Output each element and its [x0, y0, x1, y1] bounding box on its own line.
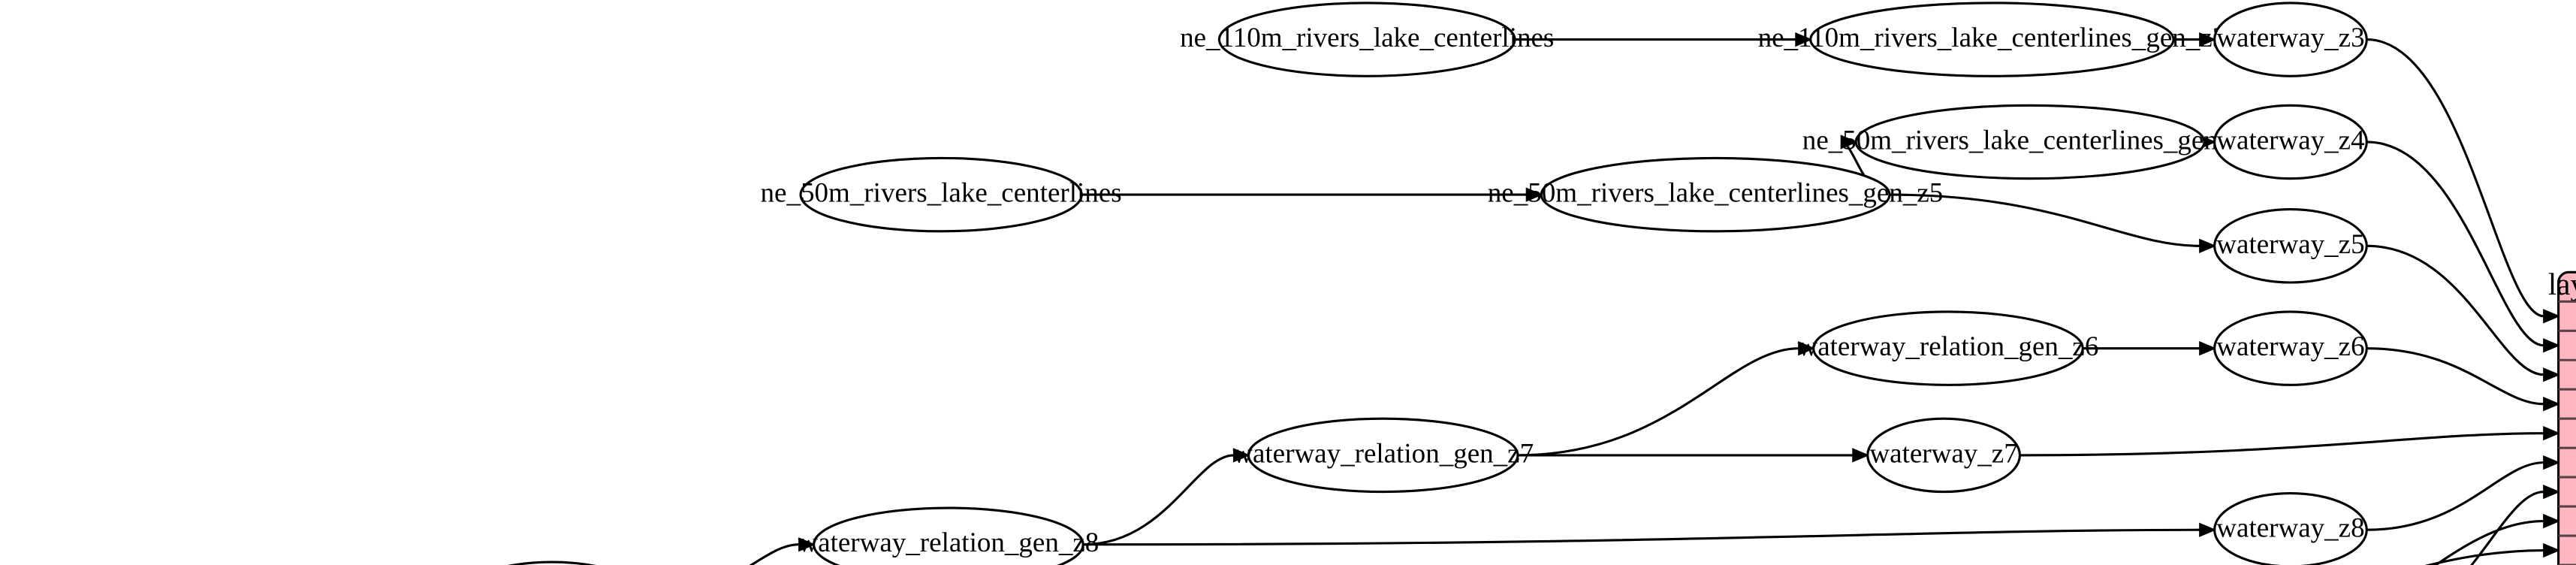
node-label: waterway_z7 [1869, 438, 2017, 469]
node-ne_50m_rivers_lake_centerlines_gen_z4[interactable]: ne_50m_rivers_lake_centerlines_gen_z4 [1802, 104, 2258, 180]
edge-waterway_z6-to-z6 [2366, 347, 2561, 412]
node-label: waterway_relation_gen_z8 [798, 527, 1099, 558]
edge-waterway_z5-to-z5 [2366, 244, 2561, 382]
node-label: waterway_z4 [2216, 125, 2364, 156]
edge-waterway_z4-to-z4 [2366, 140, 2561, 353]
node-waterway_relation_gen_z6[interactable]: waterway_relation_gen_z6 [1797, 310, 2098, 386]
node-waterway_z8[interactable]: waterway_z8 [2213, 491, 2368, 565]
edge-waterway_z8-to-z8 [2366, 455, 2561, 531]
edge-waterway_relation_gen_z7-to-waterway_z7 [1517, 448, 1870, 463]
edge-ne_50m_rivers_lake_centerlines-to-ne_50m_rivers_lake_centerlines_gen_z5 [1081, 187, 1543, 202]
edge-ne_110m_rivers_lake_centerlines-to-ne_110m_rivers_lake_centerlines_gen_z3 [1515, 32, 1813, 47]
edge-waterway_relation-to-waterway_relation_gen_z8 [749, 537, 816, 565]
node-label: waterway_z8 [2216, 513, 2364, 544]
record-node-layer: layer_waterwayz3z4z5z6z7z8z9z10z11z12z13… [2548, 267, 2576, 565]
node-label: ne_110m_rivers_lake_centerlines [1180, 23, 1554, 53]
node-waterway_z7[interactable]: waterway_z7 [1866, 417, 2021, 494]
node-ne_50m_rivers_lake_centerlines[interactable]: ne_50m_rivers_lake_centerlines [761, 156, 1122, 233]
edge-waterway_z7-to-z7 [2019, 426, 2561, 457]
record-title: layer_waterway [2548, 267, 2576, 301]
node-label: waterway_z3 [2216, 23, 2364, 53]
edge-ne_110m_rivers_lake_centerlines_gen_z3-to-waterway_z3 [2173, 32, 2217, 47]
edge-waterway_relation_gen_z8-to-waterway_z8 [1083, 522, 2217, 546]
node-waterway_z6[interactable]: waterway_z6 [2213, 310, 2368, 386]
edges-layer [749, 32, 2561, 565]
node-waterway_z3[interactable]: waterway_z3 [2213, 2, 2368, 77]
node-waterway_relation_gen_z8[interactable]: waterway_relation_gen_z8 [798, 506, 1099, 565]
edge-waterway_relation_gen_z8-to-waterway_relation_gen_z7 [1083, 448, 1250, 546]
node-ne_110m_rivers_lake_centerlines[interactable]: ne_110m_rivers_lake_centerlines [1180, 2, 1554, 77]
edge-waterway_relation_gen_z7-to-waterway_relation_gen_z6 [1517, 341, 1816, 457]
edge-ne_50m_rivers_lake_centerlines_gen_z5-to-waterway_z5 [1889, 193, 2217, 253]
node-label: ne_50m_rivers_lake_centerlines_gen_z5 [1488, 178, 1944, 209]
edge-waterway_relation_gen_z6-to-waterway_z6 [2083, 341, 2217, 356]
node-label: waterway_relation_gen_z6 [1797, 331, 2098, 362]
edge-waterway_z11-to-z11 [2424, 542, 2561, 565]
node-ne_110m_rivers_lake_centerlines_gen_z3[interactable]: ne_110m_rivers_lake_centerlines_gen_z3 [1758, 2, 2227, 77]
node-label: ne_50m_rivers_lake_centerlines [761, 178, 1122, 209]
node-waterway_z5[interactable]: waterway_z5 [2213, 208, 2368, 284]
node-label: waterway_z6 [2216, 331, 2364, 362]
node-label: waterway_z5 [2216, 229, 2364, 260]
edge-waterway_z9-to-z9 [2470, 484, 2561, 565]
node-waterway_relation_gen_z7[interactable]: waterway_relation_gen_z7 [1232, 417, 1534, 494]
node-waterway_z4[interactable]: waterway_z4 [2213, 104, 2368, 180]
edge-waterway_z10-to-z10 [2433, 513, 2561, 565]
node-label: ne_50m_rivers_lake_centerlines_gen_z4 [1802, 125, 2258, 156]
edge-waterway_z3-to-z3 [2366, 38, 2561, 324]
record-node-layer-waterway[interactable]: layer_waterwayz3z4z5z6z7z8z9z10z11z12z13… [2548, 267, 2576, 565]
node-label: ne_110m_rivers_lake_centerlines_gen_z3 [1758, 23, 2227, 53]
nodes-layer: imposm3osm_waterway_relationosm_waterway… [448, 2, 2368, 565]
node-waterway_relation[interactable]: waterway_relation [448, 560, 655, 565]
node-label: waterway_relation_gen_z7 [1232, 438, 1534, 469]
node-ne_50m_rivers_lake_centerlines_gen_z5[interactable]: ne_50m_rivers_lake_centerlines_gen_z5 [1488, 156, 1944, 233]
